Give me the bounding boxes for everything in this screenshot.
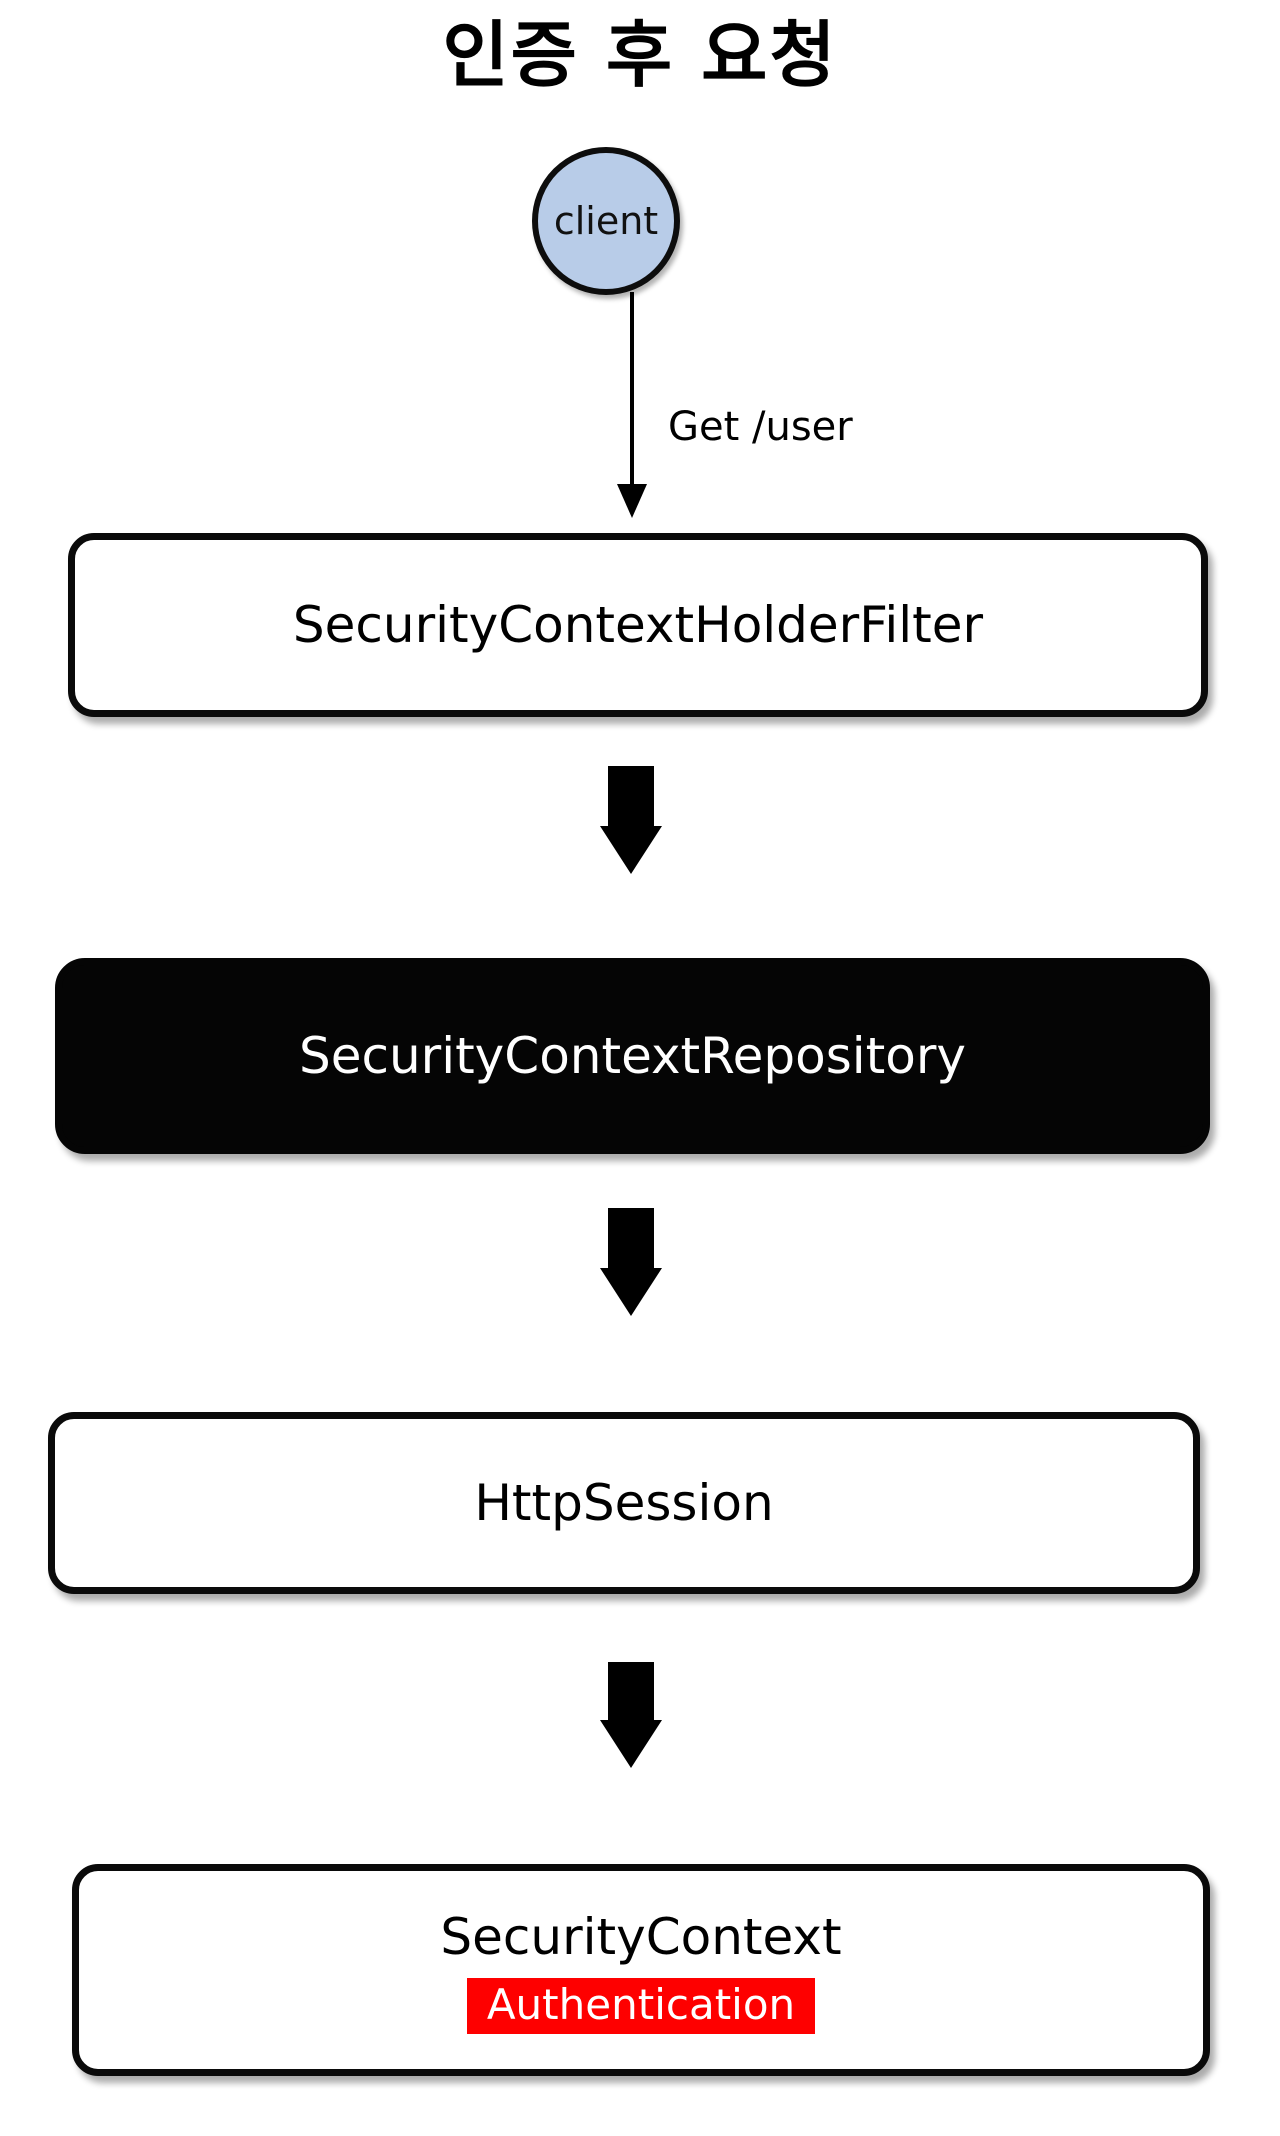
arrow-shaft	[608, 1208, 654, 1268]
node-client: client	[532, 147, 680, 295]
authentication-badge: Authentication	[466, 1977, 816, 2035]
block-arrow-down-httpsession-to-securitycontext-icon	[600, 1662, 662, 1768]
node-security-context: SecurityContext Authentication	[72, 1864, 1210, 2076]
arrow-head	[600, 826, 662, 874]
node-client-label: client	[553, 199, 659, 243]
node-security-context-repository-label: SecurityContextRepository	[298, 1027, 967, 1085]
page-title: 인증 후 요청	[442, 13, 838, 97]
arrow-head	[600, 1720, 662, 1768]
arrow-shaft	[608, 766, 654, 826]
node-security-context-holder-filter: SecurityContextHolderFilter	[68, 533, 1208, 717]
edge-request-label: Get /user	[668, 404, 853, 450]
edge-client-to-filter-shaft	[630, 292, 634, 492]
block-arrow-down-filter-to-repository-icon	[600, 766, 662, 874]
node-security-context-holder-filter-label: SecurityContextHolderFilter	[292, 596, 984, 654]
arrow-head	[600, 1268, 662, 1316]
node-http-session: HttpSession	[48, 1412, 1200, 1594]
node-http-session-label: HttpSession	[474, 1474, 774, 1532]
node-security-context-label: SecurityContext	[440, 1907, 842, 1966]
edge-client-to-filter-arrowhead-icon	[617, 484, 647, 518]
node-security-context-repository: SecurityContextRepository	[55, 958, 1210, 1154]
block-arrow-down-repository-to-httpsession-icon	[600, 1208, 662, 1316]
arrow-shaft	[608, 1662, 654, 1720]
